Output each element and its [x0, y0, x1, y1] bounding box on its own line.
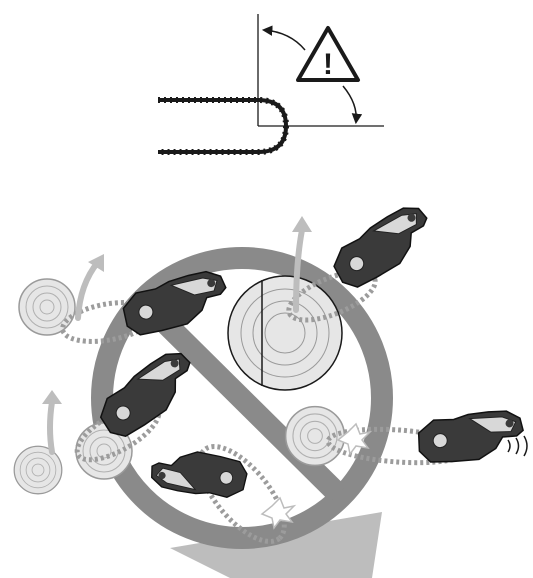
large-log-end	[228, 276, 342, 390]
chainsaw-right	[417, 405, 525, 468]
kickback-situations-diagram	[14, 201, 527, 578]
log-end-left-top	[19, 279, 75, 335]
chainsaw-top-left	[120, 270, 229, 337]
warning-triangle-icon: !	[298, 28, 358, 81]
kickback-arrowhead-3	[42, 390, 62, 404]
guide-bar-diagram: !	[158, 14, 384, 152]
kickback-zone-arrow-up	[264, 30, 305, 50]
kickback-zone-arrow-down	[343, 86, 356, 122]
kickback-arrowhead-2	[292, 216, 312, 232]
chainsaw-top-right	[324, 201, 441, 292]
warning-symbol: !	[323, 48, 333, 81]
motion-lines	[508, 436, 527, 456]
